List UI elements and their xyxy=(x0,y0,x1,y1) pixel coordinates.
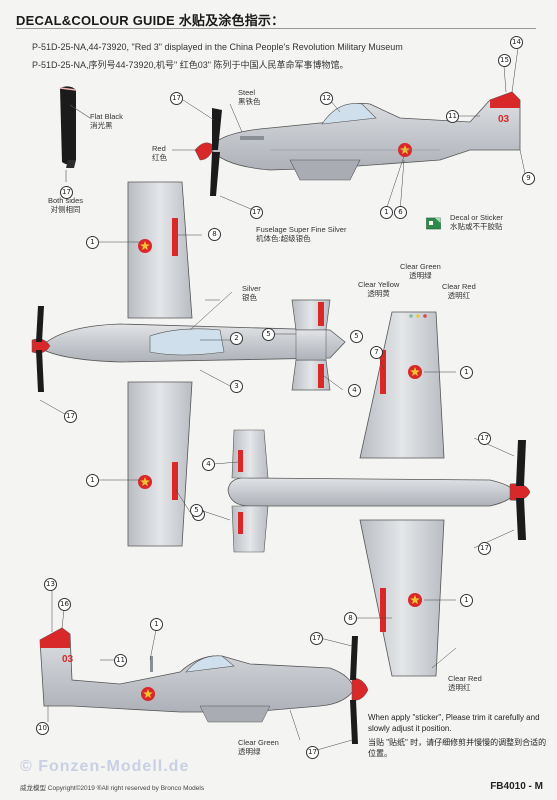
label-flat-black: Flat Black 消光黑 xyxy=(90,112,123,130)
callout-1: 1 xyxy=(150,618,163,631)
title-divider xyxy=(16,28,536,29)
subtitle-chinese: P-51D-25-NA,序列号44-73920,机号" 红色03" 陈列于中国人… xyxy=(32,60,349,70)
callout-4: 4 xyxy=(202,458,215,471)
callout-6: 6 xyxy=(394,206,407,219)
callout-12: 12 xyxy=(320,92,333,105)
callout-10: 10 xyxy=(36,722,49,735)
callout-7: 7 xyxy=(370,346,383,359)
callout-17: 17 xyxy=(310,632,323,645)
label-fuselage-silver: Fuselage Super Fine Silver 机体色:超级银色 xyxy=(256,225,347,243)
sticker-note-chinese: 当贴 "贴纸" 时，请仔细修剪并慢慢的调整到合适的位置。 xyxy=(368,738,547,758)
callout-17: 17 xyxy=(478,432,491,445)
callout-8: 8 xyxy=(344,612,357,625)
callout-1: 1 xyxy=(86,474,99,487)
callout-17: 17 xyxy=(60,186,73,199)
svg-text:03: 03 xyxy=(62,654,74,665)
callout-17: 17 xyxy=(170,92,183,105)
tail-plan-view xyxy=(291,299,331,391)
sticker-note-english: When apply "sticker", Please trim it car… xyxy=(368,713,540,733)
callout-5: 5 xyxy=(262,328,275,341)
propeller-blade-detail xyxy=(59,86,91,182)
callout-16: 16 xyxy=(58,598,71,611)
callout-17: 17 xyxy=(64,410,77,423)
callout-2: 2 xyxy=(230,332,243,345)
label-clear-yellow: Clear Yellow 透明黄 xyxy=(358,280,400,298)
watermark: © Fonzen-Modell.de xyxy=(20,758,190,775)
decal-sticker-icon xyxy=(426,217,441,230)
side-view-bottom-aircraft: 03 xyxy=(39,627,369,744)
callout-17: 17 xyxy=(250,206,263,219)
callout-5: 5 xyxy=(350,330,363,343)
callout-11: 11 xyxy=(446,110,459,123)
side-view-top-aircraft: 03 xyxy=(194,91,521,196)
callout-1: 1 xyxy=(460,594,473,607)
callout-1: 1 xyxy=(460,366,473,379)
label-clear-green-bottom: Clear Green 透明绿 xyxy=(238,738,279,756)
callout-1: 1 xyxy=(380,206,393,219)
label-clear-red-bottom: Clear Red 透明红 xyxy=(448,674,482,692)
label-red: Red 红色 xyxy=(152,144,167,162)
callout-14: 14 xyxy=(510,36,523,49)
label-clear-green-top: Clear Green 透明绿 xyxy=(400,262,441,280)
callout-15: 15 xyxy=(498,54,511,67)
subtitle-english: P-51D-25-NA,44-73920, "Red 3" displayed … xyxy=(32,42,403,52)
plan-view-right-aircraft xyxy=(227,311,531,677)
copyright-footer: 威龙模型 Copyright©2019 ®All right reserved … xyxy=(20,785,205,792)
callout-4: 4 xyxy=(348,384,361,397)
label-decal-or-sticker: Decal or Sticker 水贴或不干胶贴 xyxy=(450,213,503,231)
callout-3: 3 xyxy=(230,380,243,393)
svg-text:03: 03 xyxy=(498,114,510,125)
callout-17: 17 xyxy=(478,542,491,555)
label-steel: Steel 黑铁色 xyxy=(238,88,261,106)
label-both-sides: Both sides 对侧相同 xyxy=(48,196,84,214)
callout-9: 9 xyxy=(522,172,535,185)
product-code: FB4010 - M xyxy=(490,781,543,792)
callout-1: 1 xyxy=(86,236,99,249)
sticker-note: When apply "sticker", Please trim it car… xyxy=(368,712,553,759)
label-clear-red-top: Clear Red 透明红 xyxy=(442,282,476,300)
callout-11: 11 xyxy=(114,654,127,667)
callout-5: 5 xyxy=(190,504,203,517)
callout-13: 13 xyxy=(44,578,57,591)
callout-8: 8 xyxy=(208,228,221,241)
label-silver: Silver 银色 xyxy=(242,284,261,302)
page-title: DECAL&COLOUR GUIDE 水贴及涂色指示： xyxy=(16,13,285,28)
callout-17: 17 xyxy=(306,746,319,759)
